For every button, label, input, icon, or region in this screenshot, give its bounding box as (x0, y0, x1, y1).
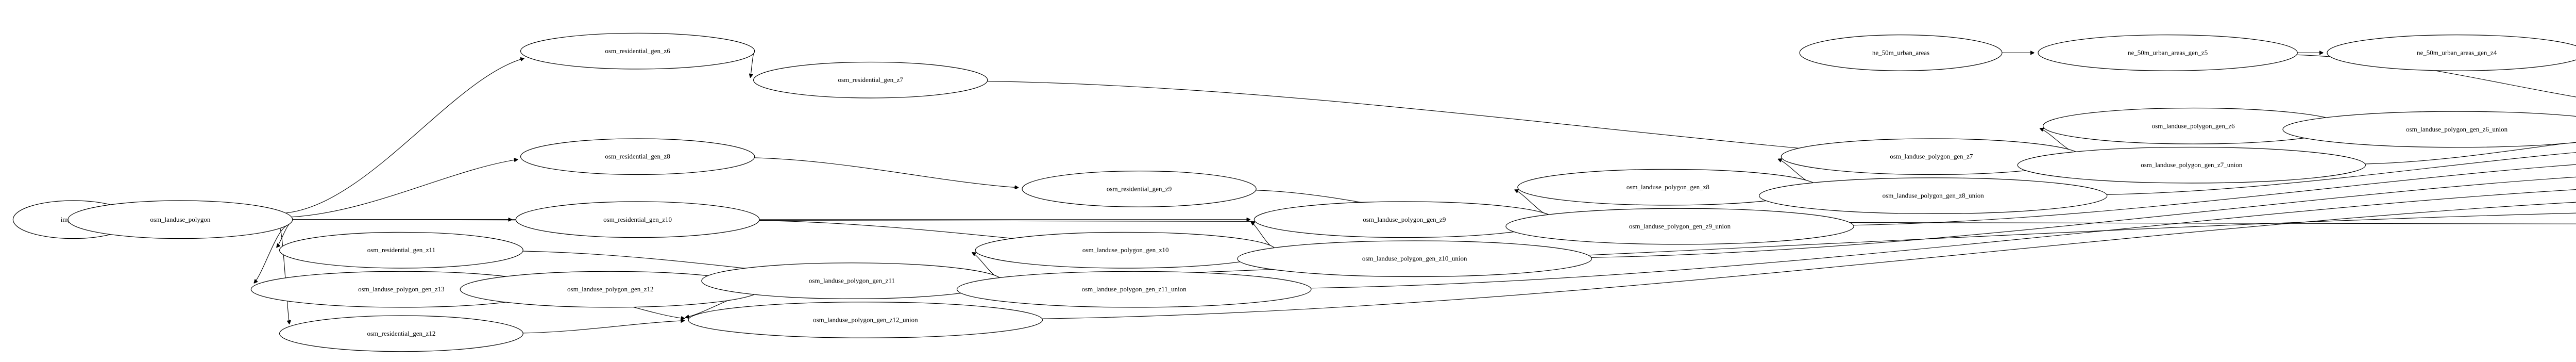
node-label: osm_landuse_polygon_gen_z6 (2152, 122, 2235, 129)
node-label: osm_landuse_polygon_gen_z11_union (1082, 285, 1187, 293)
node-ellipse (753, 61, 988, 98)
node-ellipse (2017, 146, 2366, 184)
node-label: osm_landuse_polygon_gen_z10_union (1362, 255, 1467, 262)
node-label: osm_landuse_polygon_gen_z11 (809, 277, 895, 285)
node-label: osm_residential_gen_z10 (603, 216, 672, 223)
graph-edge-osm_landuse_polygon_gen_z10_union--to--layer_landuse_z10 (1591, 176, 2576, 258)
graph-node-osm_landuse_polygon_gen_z10_union[interactable]: osm_landuse_polygon_gen_z10_union (1237, 240, 1592, 277)
graph-node-osm_landuse_polygon_gen_z10[interactable]: osm_landuse_polygon_gen_z10 (975, 232, 1276, 269)
graph-node-osm_landuse_polygon_gen_z6[interactable]: osm_landuse_polygon_gen_z6 (2042, 107, 2344, 144)
node-label: osm_residential_gen_z8 (605, 153, 670, 160)
node-label: osm_residential_gen_z11 (367, 246, 435, 254)
graph-edge-osm_residential_gen_z12--to--osm_landuse_polygon_gen_z12_union (523, 321, 684, 334)
node-ellipse (279, 232, 523, 269)
node-label: osm_landuse_polygon_gen_z12_union (813, 316, 918, 323)
node-label: osm_landuse_polygon_gen_z12 (567, 285, 654, 293)
graph-node-osm_landuse_polygon_gen_z7_union[interactable]: osm_landuse_polygon_gen_z7_union (2017, 146, 2366, 184)
node-label: osm_landuse_polygon_gen_z13 (358, 285, 445, 293)
node-ellipse (2282, 111, 2576, 148)
node-label: osm_residential_gen_z9 (1107, 185, 1172, 192)
graph-node-osm_landuse_polygon_gen_z9_union[interactable]: osm_landuse_polygon_gen_z9_union (1505, 208, 1854, 245)
node-ellipse (520, 32, 755, 70)
node-ellipse (1759, 177, 2108, 214)
node-ellipse (279, 315, 523, 352)
node-label: osm_residential_gen_z12 (367, 330, 435, 337)
graph-edge-osm_landuse_polygon--to--osm_residential_gen_z12 (280, 228, 290, 324)
graph-node-osm_landuse_polygon_gen_z11_union[interactable]: osm_landuse_polygon_gen_z11_union (956, 271, 1312, 308)
graph-node-osm_landuse_polygon_gen_z12_union[interactable]: osm_landuse_polygon_gen_z12_union (688, 302, 1043, 338)
graph-node-osm_residential_gen_z6[interactable]: osm_residential_gen_z6 (520, 32, 755, 70)
node-label: osm_landuse_polygon_gen_z9 (1363, 216, 1446, 223)
graph-node-osm_residential_gen_z7[interactable]: osm_residential_gen_z7 (753, 61, 988, 98)
node-label: osm_landuse_polygon_gen_z9_union (1629, 222, 1731, 230)
node-label: osm_landuse_polygon_gen_z7 (1890, 153, 1973, 160)
graph-node-osm_landuse_polygon_gen_z12[interactable]: osm_landuse_polygon_gen_z12 (460, 271, 761, 308)
graph-node-osm_residential_gen_z12[interactable]: osm_residential_gen_z12 (279, 315, 523, 352)
graph-edge-osm_landuse_polygon_gen_z7_union--to--layer_landuse_z7 (2365, 141, 2576, 164)
node-ellipse (520, 138, 755, 175)
node-label: osm_landuse_polygon_gen_z6_union (2406, 125, 2508, 133)
node-label: ne_50m_urban_areas (1872, 48, 1929, 56)
graph-edge-osm_landuse_polygon_gen_z9_union--to--layer_landuse_z9 (1853, 164, 2576, 226)
graph-edge-osm_landuse_polygon_gen_z11_union--to--layer_landuse_z11 (1311, 189, 2576, 289)
graph-node-osm_landuse_polygon_gen_z8_union[interactable]: osm_landuse_polygon_gen_z8_union (1759, 177, 2108, 214)
node-ellipse (515, 201, 760, 238)
node-ellipse (1022, 171, 1257, 207)
node-label: osm_landuse_polygon_gen_z7_union (2141, 161, 2243, 169)
node-ellipse (1799, 35, 2003, 71)
node-ellipse (2038, 35, 2298, 71)
node-label: ne_50m_urban_areas_gen_z5 (2128, 48, 2208, 56)
node-ellipse (67, 200, 293, 239)
graph-node-osm_residential_gen_z8[interactable]: osm_residential_gen_z8 (520, 138, 755, 175)
node-label: ne_50m_urban_areas_gen_z4 (2417, 48, 2497, 56)
graph-node-ne_50m_urban_areas_gen_z5[interactable]: ne_50m_urban_areas_gen_z5 (2038, 35, 2298, 71)
graph-node-osm_landuse_polygon_gen_z13[interactable]: osm_landuse_polygon_gen_z13 (250, 271, 552, 308)
graph-node-osm_landuse_polygon_gen_z9[interactable]: osm_landuse_polygon_gen_z9 (1253, 201, 1555, 238)
node-ellipse (2327, 35, 2576, 71)
graph-edge-osm_landuse_polygon_gen_z12_union--to--layer_landuse_z12 (1042, 202, 2576, 319)
graph-node-osm_residential_gen_z9[interactable]: osm_residential_gen_z9 (1022, 171, 1257, 207)
node-ellipse (688, 302, 1043, 338)
graph-node-osm_landuse_polygon_gen_z11[interactable]: osm_landuse_polygon_gen_z11 (701, 262, 1003, 299)
node-ellipse (1505, 208, 1854, 245)
graph-edge-osm_landuse_polygon--to--osm_landuse_polygon_gen_z13 (254, 225, 287, 283)
graph-edge-osm_landuse_polygon--to--osm_residential_gen_z8 (291, 159, 518, 218)
node-ellipse (956, 271, 1312, 308)
graph-node-osm_landuse_polygon_gen_z6_union[interactable]: osm_landuse_polygon_gen_z6_union (2282, 111, 2576, 148)
node-label: osm_landuse_polygon_gen_z10 (1082, 246, 1169, 254)
graph-node-ne_50m_urban_areas[interactable]: ne_50m_urban_areas (1799, 35, 2003, 71)
graph-node-ne_50m_urban_areas_gen_z4[interactable]: ne_50m_urban_areas_gen_z4 (2327, 35, 2576, 71)
graph-node-osm_residential_gen_z10[interactable]: osm_residential_gen_z10 (515, 201, 760, 238)
node-label: osm_landuse_polygon_gen_z8 (1626, 183, 1709, 191)
node-label: osm_landuse_polygon (150, 216, 210, 223)
graph-node-osm_landuse_polygon[interactable]: osm_landuse_polygon (67, 200, 293, 239)
node-ellipse (1237, 240, 1592, 277)
node-label: osm_residential_gen_z7 (838, 76, 904, 84)
node-label: osm_landuse_polygon_gen_z8_union (1883, 192, 1985, 200)
graph-edge-osm_residential_gen_z6--to--osm_residential_gen_z7 (750, 53, 754, 77)
node-label: osm_residential_gen_z6 (605, 47, 670, 55)
graph-node-osm_landuse_polygon_gen_z8[interactable]: osm_landuse_polygon_gen_z8 (1517, 169, 1819, 206)
graph-edge-osm_landuse_polygon_gen_z8_union--to--layer_landuse_z8 (2107, 152, 2576, 195)
graph-node-osm_residential_gen_z11[interactable]: osm_residential_gen_z11 (279, 232, 523, 269)
graph-edge-osm_landuse_polygon--to--osm_residential_gen_z6 (285, 58, 524, 213)
nodes-layer: imposm3osm_landuse_polygonosm_residentia… (12, 32, 2576, 352)
graph-edge-osm_residential_gen_z8--to--osm_residential_gen_z9 (754, 157, 1018, 188)
